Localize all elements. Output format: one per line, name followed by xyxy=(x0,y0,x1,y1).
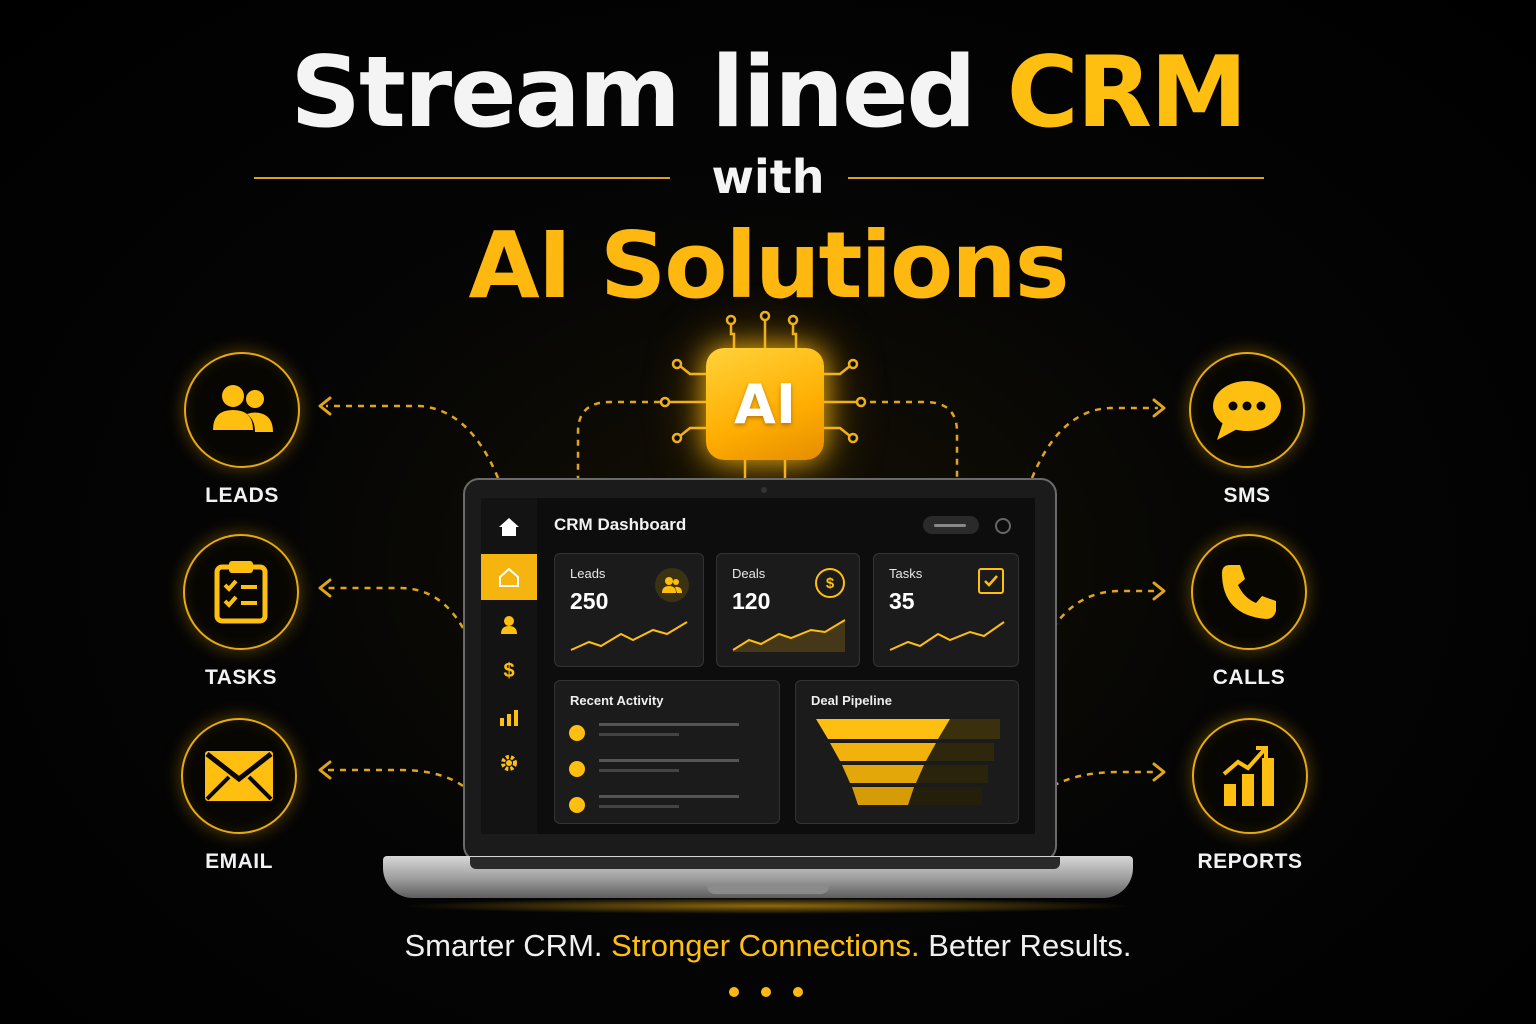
tagline-part1: Smarter CRM. xyxy=(404,928,603,963)
arrow-tasks xyxy=(318,578,332,598)
connector-chip-left xyxy=(576,400,660,478)
pagination-dot[interactable] xyxy=(793,987,803,997)
connector-email xyxy=(326,768,464,788)
chart-icon[interactable] xyxy=(481,694,537,740)
feature-label-email: EMAIL xyxy=(205,850,273,873)
users-icon xyxy=(184,352,300,468)
sparkline-tasks xyxy=(889,621,1005,651)
stat-value: 120 xyxy=(732,588,771,614)
divider-right xyxy=(848,177,1264,179)
crm-dashboard: $ CRM Dashboard Leads 250 Deals 120 $ Ta… xyxy=(481,498,1035,834)
arrow-email xyxy=(318,760,332,780)
sparkline-deals xyxy=(732,619,846,652)
feature-label-sms: SMS xyxy=(1223,484,1271,507)
connector-chip-right xyxy=(870,400,959,478)
home-icon[interactable] xyxy=(481,504,537,550)
pipeline-funnel xyxy=(816,719,1000,805)
connector-leads xyxy=(326,404,500,479)
stat-value: 250 xyxy=(570,588,609,614)
headline-white: Stream lined xyxy=(290,36,976,150)
ai-chip: AI xyxy=(706,348,824,460)
stat-label: Leads xyxy=(570,566,606,581)
dollar-coin-icon: $ xyxy=(815,568,845,598)
stat-label: Deals xyxy=(732,566,766,581)
divider-left xyxy=(254,177,670,179)
laptop-notch xyxy=(707,884,829,894)
headline-line1: Stream lined CRM xyxy=(0,38,1536,148)
laptop-hinge xyxy=(470,857,1060,869)
feature-label-leads: LEADS xyxy=(205,484,279,507)
envelope-icon xyxy=(181,718,297,834)
dollar-icon[interactable]: $ xyxy=(503,659,515,682)
stat-card-tasks[interactable]: Tasks 35 xyxy=(873,553,1019,667)
tagline: Smarter CRM. Stronger Connections. Bette… xyxy=(0,928,1536,964)
feature-label-calls: CALLS xyxy=(1212,666,1286,689)
feature-email[interactable]: EMAIL xyxy=(164,718,314,874)
panel-title: Recent Activity xyxy=(570,693,664,708)
arrow-leads xyxy=(318,396,332,416)
checkbox-icon xyxy=(978,568,1004,594)
sparkline-leads xyxy=(570,621,688,651)
connector-sms xyxy=(1030,406,1158,479)
pagination-dot[interactable] xyxy=(729,987,739,997)
activity-item[interactable] xyxy=(569,795,769,815)
connector-reports xyxy=(1052,770,1158,788)
headline-line2: AI Solutions xyxy=(468,212,1070,319)
user-icon[interactable] xyxy=(481,602,537,648)
feature-reports[interactable]: REPORTS xyxy=(1175,718,1325,874)
headline-gold: CRM xyxy=(1006,36,1248,150)
stat-card-leads[interactable]: Leads 250 xyxy=(554,553,704,667)
stat-value: 35 xyxy=(889,588,915,614)
profile-icon[interactable] xyxy=(995,518,1011,534)
stat-card-deals[interactable]: Deals 120 $ xyxy=(716,553,860,667)
home-outline-icon[interactable] xyxy=(481,554,537,600)
arrow-calls xyxy=(1152,581,1166,601)
pagination-dot[interactable] xyxy=(761,987,771,997)
arrow-sms xyxy=(1152,398,1166,418)
headline-connector: with xyxy=(711,150,825,204)
panel-title: Deal Pipeline xyxy=(811,693,892,708)
bar-chart-icon xyxy=(1192,718,1308,834)
connector-calls xyxy=(1051,589,1158,629)
stat-label: Tasks xyxy=(889,566,923,581)
theme-toggle[interactable] xyxy=(923,516,979,534)
laptop-glow xyxy=(400,898,1136,914)
recent-activity-panel: Recent Activity xyxy=(554,680,780,824)
webcam xyxy=(761,487,767,493)
phone-icon xyxy=(1191,534,1307,650)
connector-tasks xyxy=(326,586,465,629)
deal-pipeline-panel: Deal Pipeline xyxy=(795,680,1019,824)
gear-icon[interactable] xyxy=(481,740,537,786)
tagline-part3: Better Results. xyxy=(928,928,1132,963)
feature-label-tasks: TASKS xyxy=(204,666,278,689)
chat-bubble-icon xyxy=(1189,352,1305,468)
clipboard-checklist-icon xyxy=(183,534,299,650)
arrow-reports xyxy=(1152,762,1166,782)
feature-leads[interactable]: LEADS xyxy=(167,352,317,508)
feature-label-reports: REPORTS xyxy=(1197,850,1303,873)
feature-calls[interactable]: CALLS xyxy=(1174,534,1324,690)
dashboard-title: CRM Dashboard xyxy=(554,515,687,534)
activity-item[interactable] xyxy=(569,759,769,779)
users-icon xyxy=(655,568,689,602)
tagline-part2: Stronger Connections. xyxy=(611,928,920,963)
activity-item[interactable] xyxy=(569,723,769,743)
feature-sms[interactable]: SMS xyxy=(1172,352,1322,508)
dashboard-sidebar: $ xyxy=(481,498,537,834)
feature-tasks[interactable]: TASKS xyxy=(166,534,316,690)
